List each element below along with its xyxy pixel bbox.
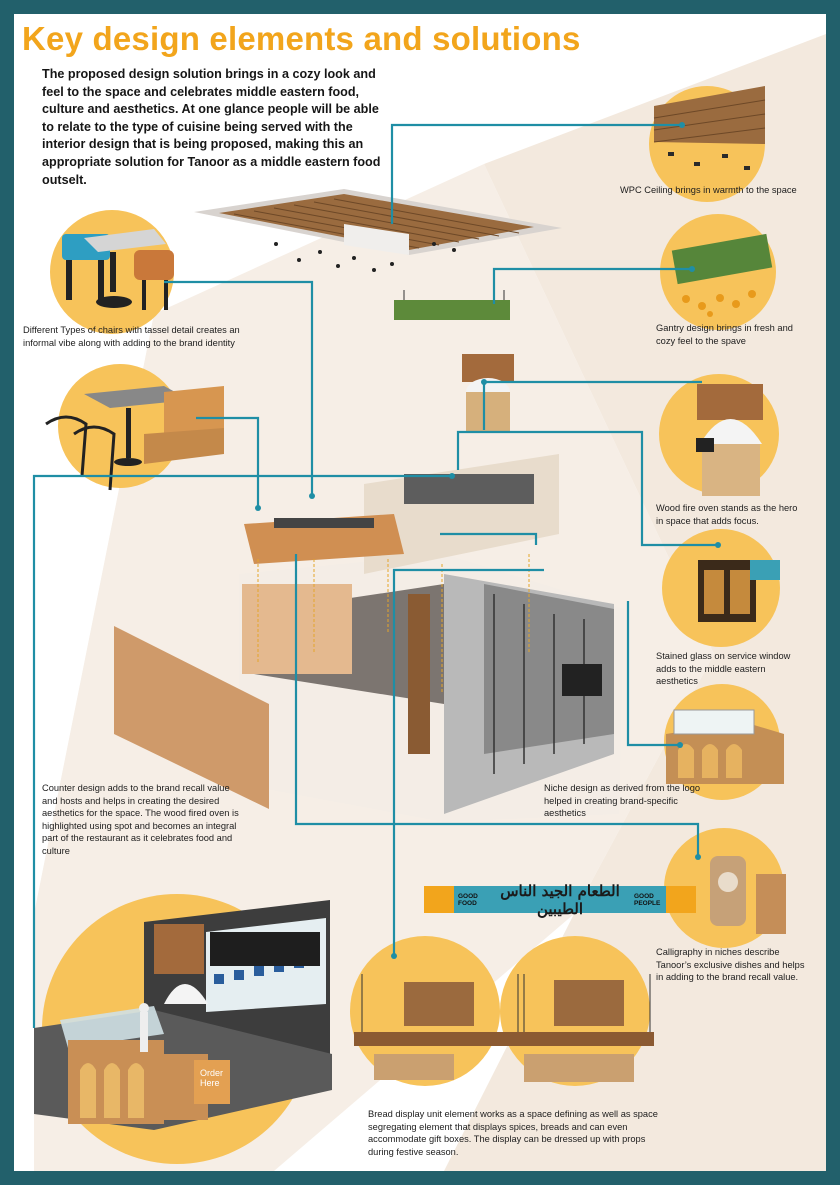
oven-illustration — [462, 354, 763, 496]
niche-illustration — [666, 709, 784, 784]
banner-skyline-right — [666, 886, 696, 913]
counter-illustration — [34, 900, 332, 1130]
banner-skyline-left — [424, 886, 454, 913]
caption-calligraphy: Calligraphy in niches describe Tanoor’s … — [656, 947, 805, 983]
caption-niche: Niche design as derived from the logo he… — [544, 783, 701, 819]
caption-counter: Counter design adds to the brand recall … — [42, 783, 239, 856]
calligraphy-illustration — [710, 856, 786, 934]
page-title: Key design elements and solutions — [22, 20, 581, 57]
banner-good-food: GOOD FOOD — [458, 892, 478, 907]
caption-bread-display: Bread display unit element works as a sp… — [368, 1109, 658, 1157]
chairs-illustration — [62, 229, 174, 310]
booth-seating-illustration — [45, 386, 224, 491]
leader-lines — [32, 122, 721, 1028]
banner-good-people: GOOD PEOPLE — [634, 892, 661, 907]
banner-arabic-text: الطعام الجيد الناس الطيبين — [500, 881, 620, 918]
stained-glass-illustration — [698, 560, 780, 622]
order-here-sign: Order Here — [200, 1068, 224, 1088]
calligraphy-banner: GOOD FOOD الطعام الجيد الناس الطيبين GOO… — [424, 882, 696, 918]
caption-stained-glass: Stained glass on service window adds to … — [656, 651, 791, 687]
poster-sheet: Key design elements and solutions The pr… — [14, 14, 826, 1171]
caption-ceiling: WPC Ceiling brings in warmth to the spac… — [620, 185, 797, 195]
intro-paragraph: The proposed design solution brings in a… — [42, 67, 381, 187]
illustrations — [34, 86, 786, 1130]
isometric-floor-plan — [114, 454, 624, 822]
wpc-ceiling-illustration — [194, 86, 766, 272]
caption-oven: Wood fire oven stands as the hero in spa… — [656, 503, 798, 526]
gantry-illustration — [394, 233, 773, 320]
bread-display-illustration — [354, 974, 654, 1082]
caption-gantry: Gantry design brings in fresh and cozy f… — [656, 323, 793, 346]
caption-chairs: Different Types of chairs with tassel de… — [23, 325, 240, 348]
seating-circle — [58, 364, 182, 488]
